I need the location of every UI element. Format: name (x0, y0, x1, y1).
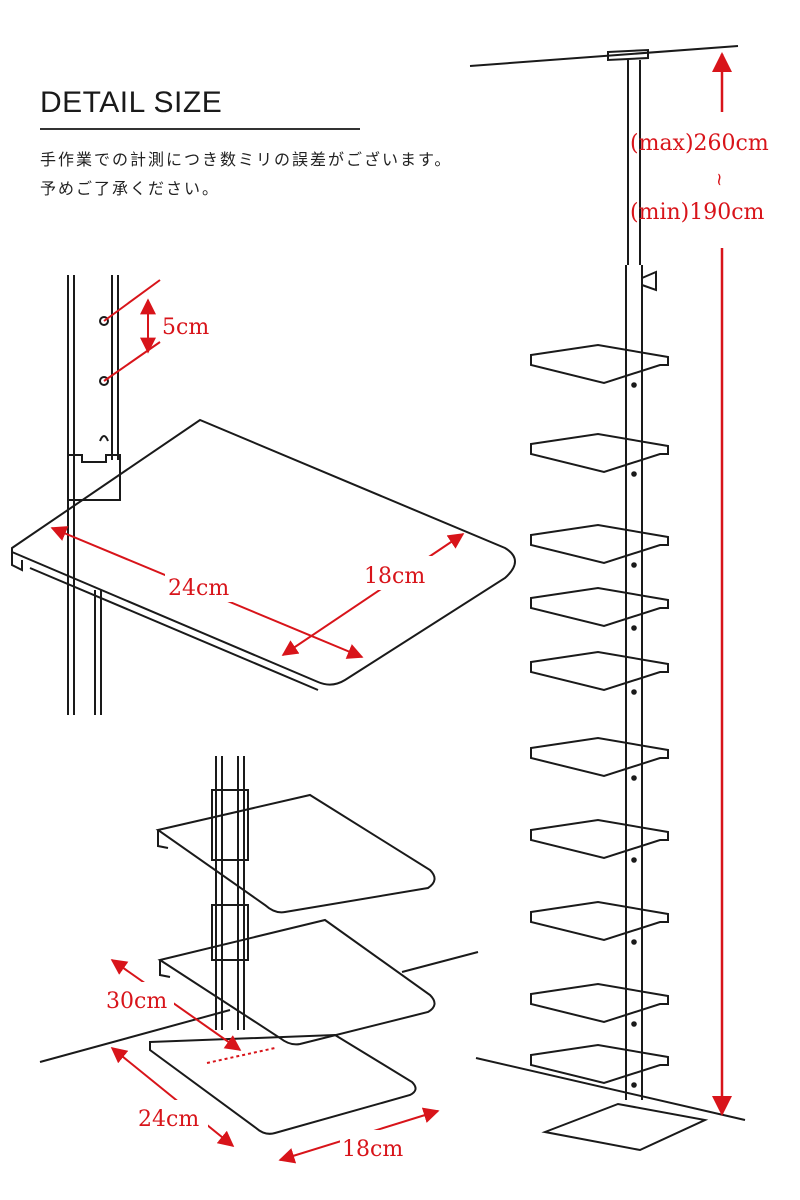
tower-full (469, 45, 746, 1152)
tower-shelf (530, 586, 669, 628)
tower-shelf (530, 432, 669, 474)
tower-shelf (530, 818, 669, 860)
tower-base-plate (541, 1102, 709, 1152)
tower-shelf (530, 900, 669, 942)
tower-shelves (530, 343, 669, 1088)
dim-base-width: 24cm (138, 1107, 199, 1132)
tower-hole (631, 939, 637, 945)
tower-hole (631, 562, 637, 568)
tower-hole (631, 775, 637, 781)
shelf-closeup (11, 275, 516, 715)
closeup-dimensions (50, 279, 465, 659)
tower-hole (631, 857, 637, 863)
tower-shelf (530, 343, 669, 385)
base-closeup (39, 756, 479, 1135)
floor-line (475, 1057, 746, 1121)
tower-shelf (530, 650, 669, 692)
dim-height-min: (min)190cm (630, 200, 765, 225)
tower-hole (631, 625, 637, 631)
ceiling-cap (607, 48, 649, 62)
dim-base-side: 18cm (342, 1137, 403, 1162)
base-pole (215, 756, 245, 1030)
tower-hole (631, 689, 637, 695)
dim-base-depth: 30cm (106, 989, 167, 1014)
closeup-shelf-plate (11, 418, 516, 686)
tower-knob (641, 270, 657, 292)
closeup-hole-2 (99, 376, 109, 386)
tower-shelf (530, 523, 669, 565)
closeup-pole (67, 275, 119, 715)
dim-shelf-depth: 18cm (364, 564, 425, 589)
ceiling-line (469, 45, 739, 67)
tower-hole (631, 382, 637, 388)
tower-shelf (530, 982, 669, 1024)
tower-upper-pole (627, 60, 641, 265)
dim-height-sep: ~ (709, 172, 730, 187)
closeup-bracket (67, 454, 121, 501)
dim-hole-pitch: 5cm (162, 315, 209, 340)
base-shelf-lower (157, 918, 436, 1046)
detail-size-title: DETAIL SIZE (40, 86, 223, 119)
title-underline (40, 128, 360, 130)
note-line-2: 予めご了承ください。 (40, 179, 221, 198)
note-line-1: 手作業での計測につき数ミリの誤差がございます。 (40, 150, 453, 169)
dim-shelf-width: 24cm (168, 576, 229, 601)
tower-shelf (530, 1043, 669, 1085)
base-shelf-upper (155, 793, 436, 914)
tower-hole (631, 1082, 637, 1088)
dim-height-max: (max)260cm (630, 131, 769, 156)
tower-hole (631, 471, 637, 477)
tower-hole (631, 1021, 637, 1027)
closeup-hole-1 (99, 316, 109, 326)
tower-shelf (530, 736, 669, 778)
